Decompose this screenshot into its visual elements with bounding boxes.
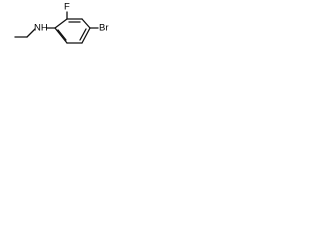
bromine-label: Br <box>99 23 109 34</box>
amine-label: NH <box>34 23 48 34</box>
benzene-ring <box>54 18 91 44</box>
ring-bond-c6-c1 <box>54 27 68 44</box>
structure-diagram: F Br NH <box>14 2 109 44</box>
ring-bond-c4-c5 <box>81 27 91 44</box>
fluorine-label: F <box>64 2 70 13</box>
ring-double-bond-inner-2 <box>79 28 87 41</box>
ring-bond-c1-c2 <box>54 18 68 29</box>
ring-double-bond-inner-3 <box>57 29 67 41</box>
bond-nitrogen-ch2 <box>26 28 36 38</box>
ring-bond-c3-c4 <box>81 18 91 29</box>
